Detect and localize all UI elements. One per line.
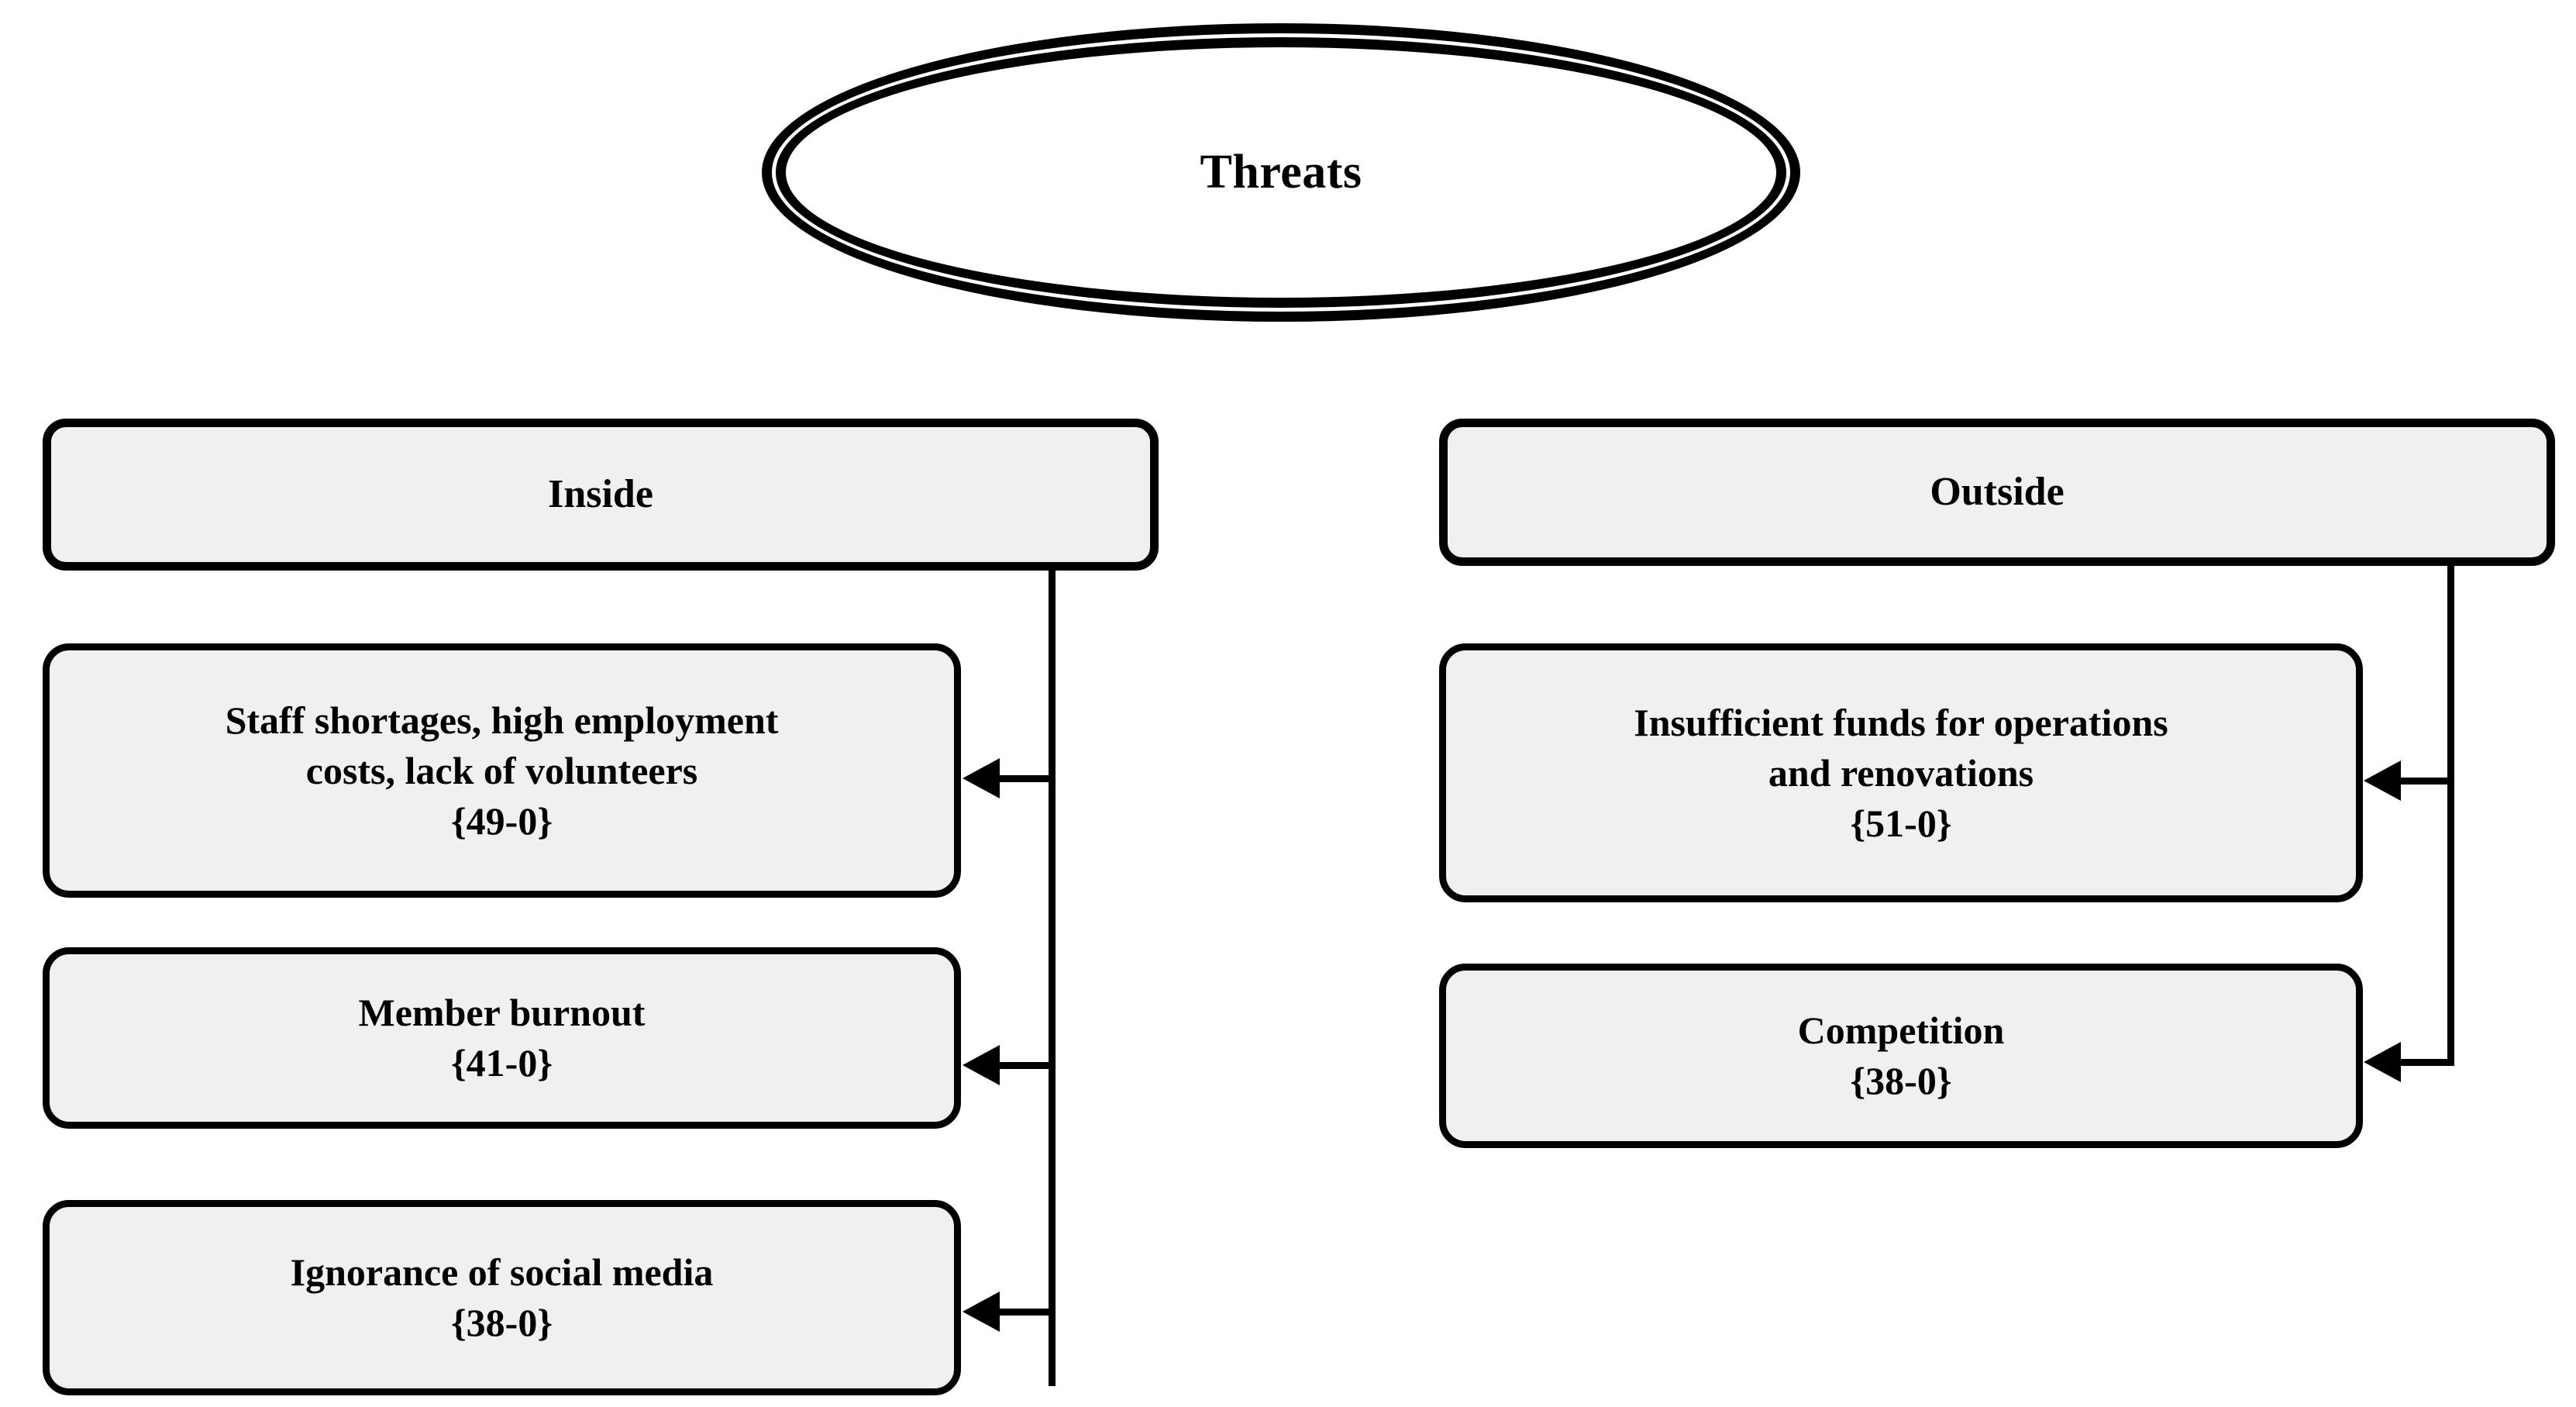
threat-node-text: Ignorance of social media: [290, 1250, 714, 1294]
root-node-threats[interactable]: Threats: [762, 23, 1800, 322]
connector-branch-inside-2: [1000, 1309, 1052, 1316]
threat-node-code: {38-0}: [1850, 1059, 1952, 1102]
connector-branch-inside-0: [1000, 775, 1052, 782]
threat-node-staff-shortages[interactable]: Staff shortages, high employment costs, …: [43, 643, 961, 898]
threat-node-text: Insufficient funds for operations and re…: [1634, 700, 2168, 795]
column-header-inside[interactable]: Inside: [43, 419, 1159, 571]
threat-node-content: Competition {38-0}: [1798, 1005, 2005, 1106]
threat-node-member-burnout[interactable]: Member burnout {41-0}: [43, 947, 961, 1129]
threat-node-code: {41-0}: [450, 1041, 553, 1085]
threat-node-competition[interactable]: Competition {38-0}: [1439, 964, 2363, 1148]
threat-node-text: Staff shortages, high employment costs, …: [225, 698, 779, 792]
connector-branch-outside-1: [2401, 1059, 2454, 1066]
threat-node-code: {49-0}: [450, 798, 553, 843]
column-header-inside-label: Inside: [548, 472, 653, 517]
connector-branch-outside-0: [2401, 778, 2454, 785]
threat-node-text: Competition: [1797, 1009, 2005, 1052]
threat-node-ignorance-social-media[interactable]: Ignorance of social media {38-0}: [43, 1200, 961, 1395]
arrow-icon-inside-2: [963, 1291, 1000, 1332]
threat-node-content: Member burnout {41-0}: [359, 988, 646, 1088]
threat-node-code: {51-0}: [1850, 801, 1952, 845]
threat-node-content: Staff shortages, high employment costs, …: [226, 695, 779, 847]
arrow-icon-inside-1: [963, 1045, 1000, 1085]
threat-node-text: Member burnout: [358, 991, 646, 1034]
threat-node-content: Ignorance of social media {38-0}: [291, 1247, 714, 1348]
connector-branch-inside-1: [1000, 1062, 1052, 1069]
arrow-icon-outside-0: [2364, 760, 2401, 801]
threat-node-code: {38-0}: [450, 1301, 553, 1344]
root-node-label: Threats: [1200, 146, 1362, 198]
threat-node-insufficient-funds[interactable]: Insufficient funds for operations and re…: [1439, 643, 2363, 902]
arrow-icon-outside-1: [2364, 1042, 2401, 1082]
arrow-icon-inside-0: [963, 758, 1000, 798]
column-header-outside[interactable]: Outside: [1439, 419, 2555, 566]
threat-node-content: Insufficient funds for operations and re…: [1634, 698, 2168, 849]
column-header-outside-label: Outside: [1930, 470, 2065, 515]
connector-trunk-inside: [1049, 564, 1056, 1386]
connector-trunk-outside: [2447, 560, 2454, 1065]
